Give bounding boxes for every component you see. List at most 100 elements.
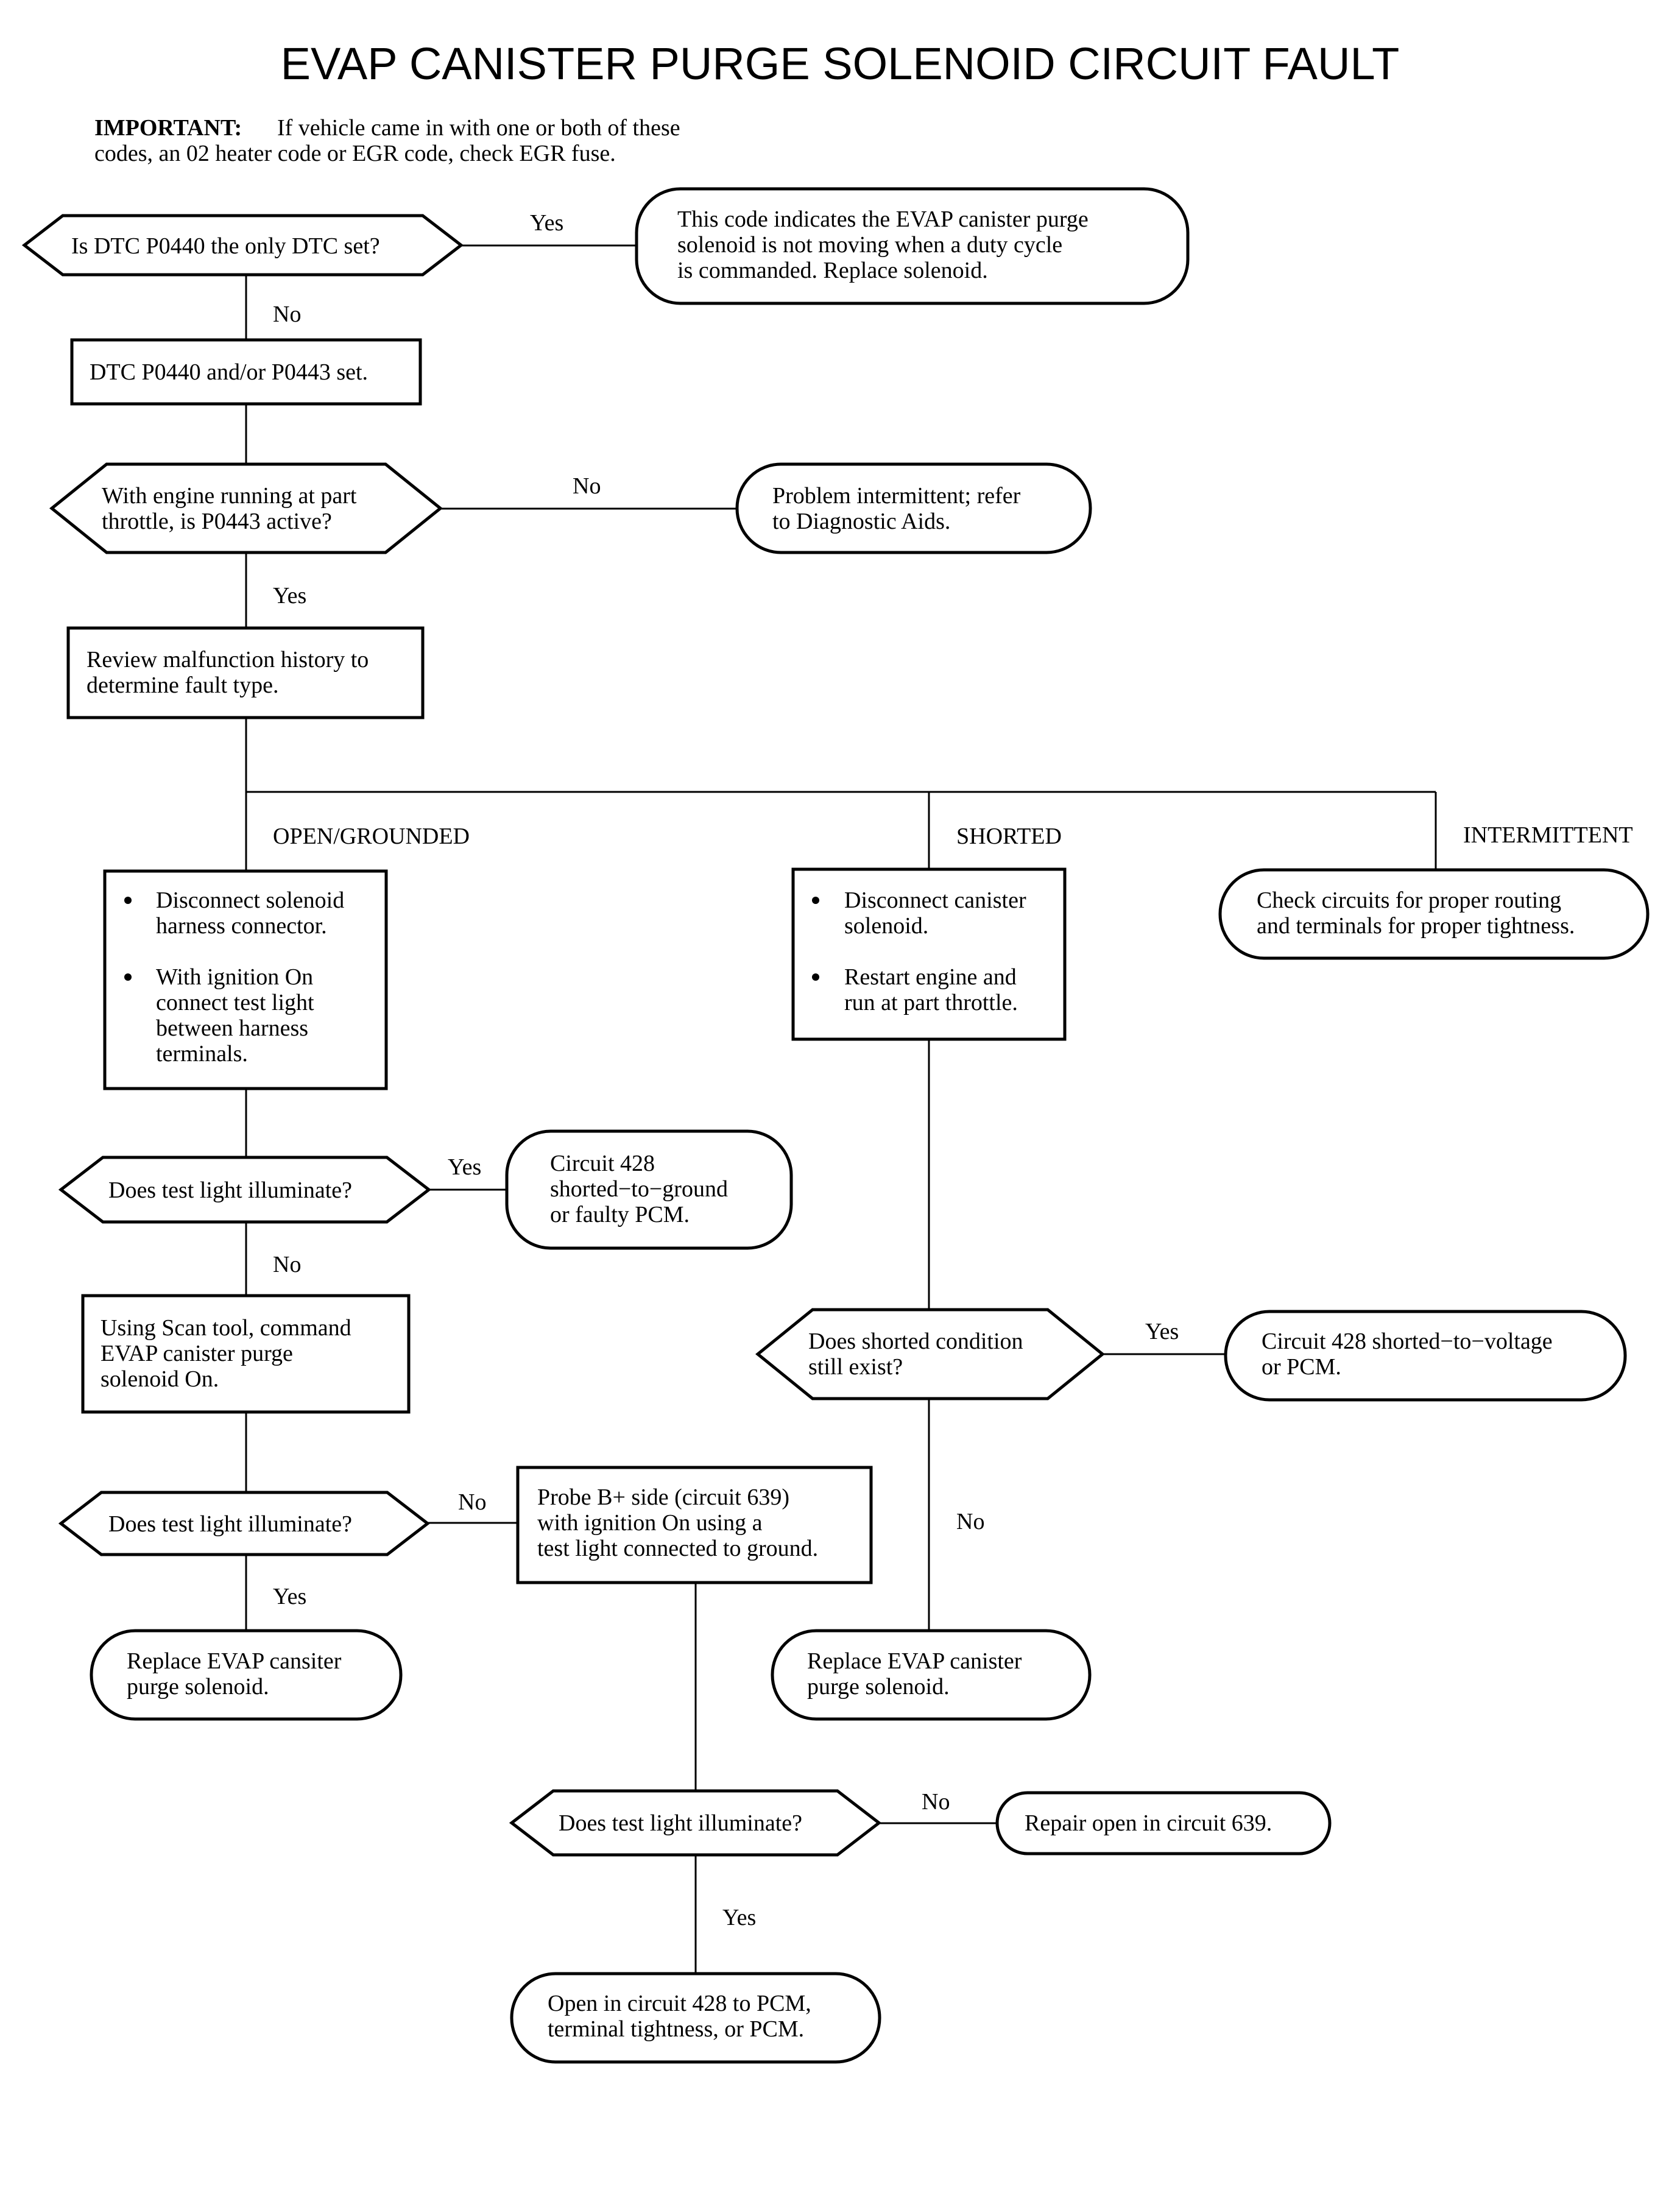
node-text-line: solenoid. bbox=[844, 913, 928, 939]
edge-label-no: No bbox=[273, 302, 301, 327]
node-t-open-circuit: Open in circuit 428 to PCM,terminal tigh… bbox=[510, 1972, 881, 2064]
node-text-line: Does test light illuminate? bbox=[108, 1511, 352, 1537]
edge-label-yes: Yes bbox=[722, 1905, 756, 1930]
node-q-light-2: Does test light illuminate? bbox=[58, 1491, 431, 1556]
node-q-only-dtc: Is DTC P0440 the only DTC set? bbox=[21, 214, 464, 277]
node-text-line: Circuit 428 bbox=[550, 1151, 655, 1176]
node-text-line: throttle, is P0443 active? bbox=[102, 509, 332, 534]
decision-shape bbox=[509, 1789, 882, 1857]
bullet-dot bbox=[124, 897, 132, 904]
node-text-line: and terminals for proper tightness. bbox=[1257, 913, 1575, 939]
process-box bbox=[516, 1466, 873, 1584]
node-text-line: Replace EVAP cansiter bbox=[127, 1648, 342, 1674]
node-text-line: DTC P0440 and/or P0443 set. bbox=[90, 359, 368, 385]
node-text-line: With engine running at part bbox=[102, 483, 357, 509]
node-text-line: with ignition On using a bbox=[537, 1510, 763, 1536]
important-note-line: If vehicle came in with one or both of t… bbox=[277, 115, 680, 141]
terminal-shape bbox=[735, 462, 1092, 554]
edge-label-no: No bbox=[956, 1509, 984, 1534]
terminal-shape bbox=[510, 1972, 881, 2064]
edge-label-yes: Yes bbox=[1145, 1319, 1179, 1344]
bullet-dot bbox=[812, 897, 819, 904]
node-text-line: With ignition On bbox=[156, 964, 313, 990]
page-title: EVAP CANISTER PURGE SOLENOID CIRCUIT FAU… bbox=[281, 38, 1400, 89]
node-text-line: is commanded. Replace solenoid. bbox=[677, 258, 988, 283]
edge-label-yes: Yes bbox=[273, 583, 306, 609]
node-text-line: terminal tightness, or PCM. bbox=[548, 2016, 804, 2042]
node-text-line: Repair open in circuit 639. bbox=[1025, 1810, 1272, 1836]
node-text-line: Is DTC P0440 the only DTC set? bbox=[71, 233, 380, 259]
terminal-shape bbox=[635, 187, 1190, 305]
connectors bbox=[245, 244, 1437, 1974]
process-box bbox=[103, 869, 388, 1090]
node-text-line: Does test light illuminate? bbox=[559, 1810, 802, 1836]
edge-label-no: No bbox=[458, 1489, 486, 1515]
node-text-line: or faulty PCM. bbox=[550, 1202, 690, 1227]
bullet-dot bbox=[812, 973, 819, 981]
node-text-line: purge solenoid. bbox=[807, 1674, 950, 1700]
branch-label-open-grounded: OPEN/GROUNDED bbox=[273, 824, 470, 849]
bullet-dot bbox=[124, 973, 132, 981]
terminal-shape bbox=[995, 1791, 1332, 1855]
decision-shape bbox=[58, 1491, 431, 1556]
node-q-light-1: Does test light illuminate? bbox=[58, 1156, 432, 1224]
node-text-line: connect test light bbox=[156, 990, 314, 1015]
process-box bbox=[791, 867, 1067, 1041]
node-text-line: Open in circuit 428 to PCM, bbox=[548, 1991, 811, 2016]
node-text-line: EVAP canister purge bbox=[101, 1341, 293, 1366]
node-text-line: Check circuits for proper routing bbox=[1257, 888, 1561, 913]
node-text-line: Probe B+ side (circuit 639) bbox=[537, 1485, 789, 1510]
edge-label-yes: Yes bbox=[273, 1584, 306, 1609]
node-text-line: harness connector. bbox=[156, 913, 327, 939]
terminal-shape bbox=[771, 1629, 1092, 1721]
node-text-line: terminals. bbox=[156, 1041, 248, 1067]
terminal-shape bbox=[1224, 1310, 1627, 1402]
node-text-line: still exist? bbox=[808, 1354, 903, 1380]
decision-shape bbox=[58, 1156, 432, 1224]
edge-labels: Yes No No Yes OPEN/GROUNDED SHORTED INTE… bbox=[273, 210, 1633, 1930]
terminal-shape bbox=[505, 1129, 793, 1250]
decision-shape bbox=[49, 462, 443, 554]
process-box bbox=[66, 626, 425, 719]
node-text-line: Does shorted condition bbox=[808, 1329, 1023, 1354]
important-label: IMPORTANT: bbox=[94, 115, 242, 141]
node-b-dtc-set: DTC P0440 and/or P0443 set. bbox=[70, 338, 422, 406]
node-text-line: solenoid On. bbox=[101, 1366, 219, 1392]
edge-label-no: No bbox=[573, 473, 601, 499]
edge-label-yes: Yes bbox=[448, 1154, 481, 1180]
branch-label-intermittent: INTERMITTENT bbox=[1463, 822, 1633, 848]
node-t-code-indicates: This code indicates the EVAP canister pu… bbox=[635, 187, 1190, 305]
node-text-line: This code indicates the EVAP canister pu… bbox=[677, 207, 1089, 232]
branch-label-shorted: SHORTED bbox=[956, 824, 1062, 849]
terminal-shape bbox=[1218, 868, 1650, 960]
important-note-line: codes, an 02 heater code or EGR code, ch… bbox=[94, 141, 616, 166]
node-text-line: Circuit 428 shorted−to−voltage bbox=[1262, 1329, 1553, 1354]
decision-shape bbox=[21, 214, 464, 277]
node-q-light-3: Does test light illuminate? bbox=[509, 1789, 882, 1857]
edge-label-no: No bbox=[273, 1252, 301, 1277]
node-text-line: Replace EVAP canister bbox=[807, 1648, 1022, 1674]
edge-label-yes: Yes bbox=[530, 210, 563, 236]
node-text-line: Review malfunction history to bbox=[86, 647, 369, 673]
edge-label-no: No bbox=[922, 1789, 950, 1815]
node-text-line: or PCM. bbox=[1262, 1354, 1341, 1380]
node-b-probe: Probe B+ side (circuit 639)with ignition… bbox=[516, 1466, 873, 1584]
node-text-line: between harness bbox=[156, 1015, 308, 1041]
node-text-line: Disconnect solenoid bbox=[156, 888, 344, 913]
node-text-line: Does test light illuminate? bbox=[108, 1177, 352, 1203]
node-text-line: purge solenoid. bbox=[127, 1674, 269, 1700]
node-text-line: test light connected to ground. bbox=[537, 1536, 818, 1561]
node-text-line: Restart engine and bbox=[844, 964, 1017, 990]
